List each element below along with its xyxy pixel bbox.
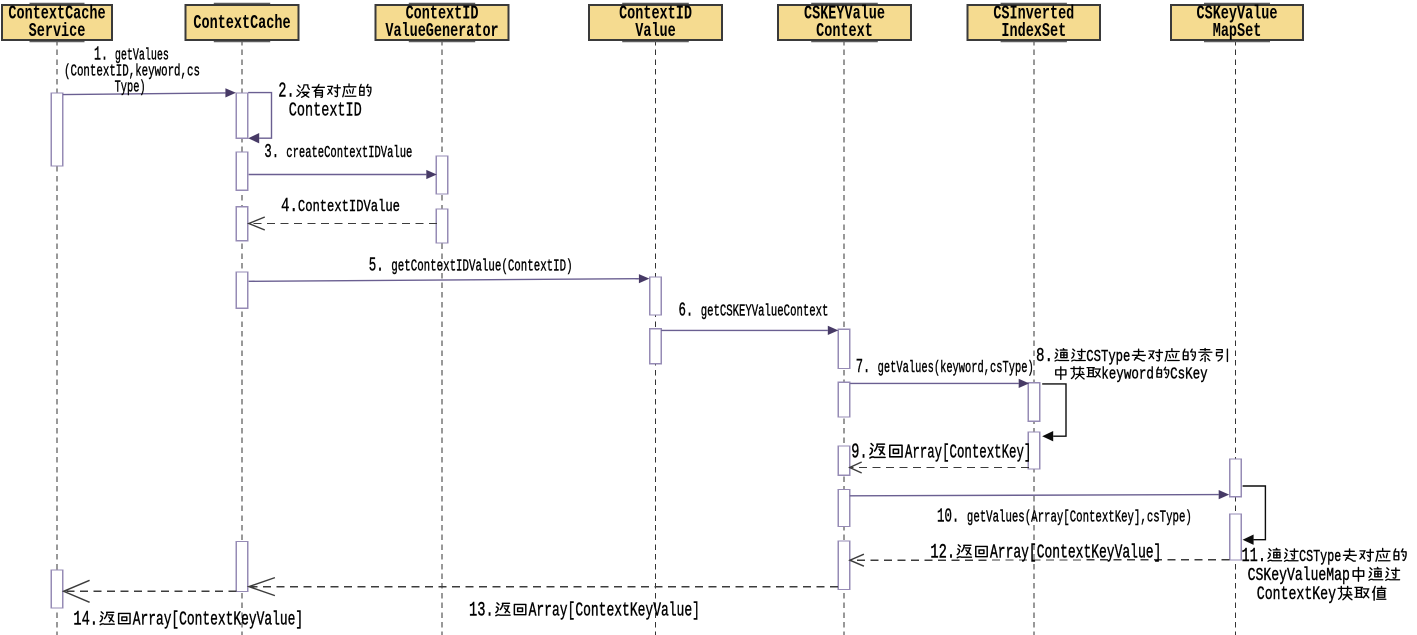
svg-text:CsKey: CsKey: [1170, 366, 1208, 384]
svg-text:8.: 8.: [1036, 346, 1053, 368]
svg-text:ContextID: ContextID: [289, 99, 362, 121]
svg-text:getCSKEYValueContext: getCSKEYValueContext: [701, 302, 829, 321]
svg-text:ContextCache: ContextCache: [8, 2, 105, 24]
svg-text:MapSet: MapSet: [1213, 20, 1262, 42]
svg-text:Array[ContextKeyValue]: Array[ContextKeyValue]: [133, 608, 303, 630]
svg-text:3.: 3.: [264, 140, 286, 163]
svg-text:11.: 11.: [1242, 546, 1266, 568]
svg-text:ContextCache: ContextCache: [193, 12, 290, 34]
svg-text:1.: 1.: [94, 44, 115, 66]
svg-text:Array[ContextKeyValue]: Array[ContextKeyValue]: [529, 599, 700, 621]
svg-text:7.: 7.: [856, 355, 878, 378]
svg-text:ContextID: ContextID: [619, 2, 692, 24]
svg-text:Array[ContextKey]: Array[ContextKey]: [905, 441, 1031, 464]
svg-text:Service: Service: [29, 20, 86, 42]
svg-text:Value: Value: [635, 20, 676, 42]
svg-text:Type): Type): [115, 78, 146, 97]
svg-text:5.: 5.: [369, 254, 392, 277]
svg-text:getValues: getValues: [115, 46, 169, 65]
svg-text:2.: 2.: [278, 80, 294, 104]
svg-text:IndexSet: IndexSet: [1001, 20, 1066, 42]
svg-text:(ContextID,keyword,cs: (ContextID,keyword,cs: [64, 62, 200, 81]
svg-text:ContextID: ContextID: [406, 2, 479, 24]
svg-text:6.: 6.: [679, 299, 701, 322]
svg-text:CSInverted: CSInverted: [993, 2, 1074, 24]
svg-text:ContextKey: ContextKey: [1257, 584, 1337, 605]
svg-text:createContextIDValue: createContextIDValue: [286, 144, 412, 163]
svg-text:4.: 4.: [281, 196, 298, 218]
svg-text:keyword: keyword: [1101, 366, 1154, 384]
svg-text:14.: 14.: [73, 609, 98, 631]
svg-text:Array[ContextKeyValue]: Array[ContextKeyValue]: [990, 541, 1161, 563]
svg-text:10.: 10.: [937, 505, 967, 528]
svg-text:getValues(keyword,csType): getValues(keyword,csType): [878, 359, 1034, 378]
svg-text:12.: 12.: [930, 542, 955, 564]
svg-text:9.: 9.: [851, 441, 867, 465]
svg-text:getContextIDValue(ContextID): getContextIDValue(ContextID): [391, 257, 572, 276]
svg-text:CSKEYValue: CSKEYValue: [804, 2, 885, 24]
svg-text:CSKeyValueMap: CSKeyValueMap: [1248, 565, 1350, 586]
svg-text:CSType: CSType: [1086, 348, 1130, 366]
svg-text:CSType: CSType: [1299, 548, 1341, 567]
svg-text:13.: 13.: [469, 600, 494, 622]
svg-text:getValues(Array[ContextKey],cs: getValues(Array[ContextKey],csType): [967, 508, 1192, 527]
svg-text:ContextIDValue: ContextIDValue: [298, 198, 400, 216]
svg-text:ValueGenerator: ValueGenerator: [385, 20, 498, 42]
svg-text:Context: Context: [816, 20, 873, 42]
svg-text:CSKeyValue: CSKeyValue: [1197, 2, 1278, 24]
